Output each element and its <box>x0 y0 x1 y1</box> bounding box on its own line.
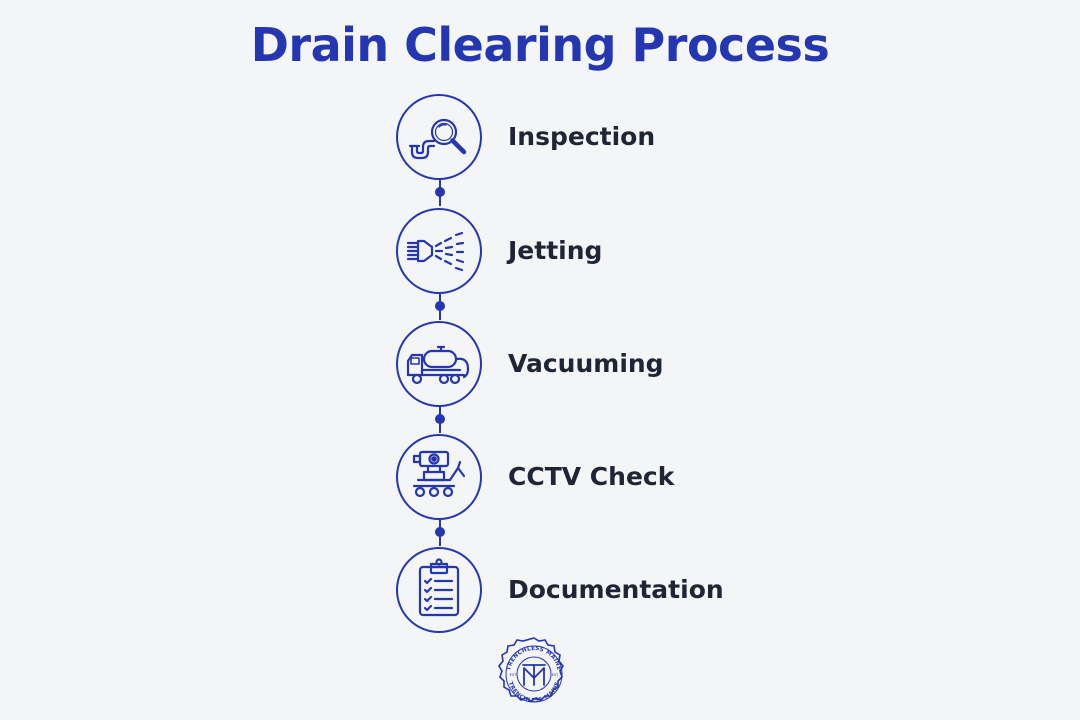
connector-dot <box>435 414 445 424</box>
clipboard-checklist-icon <box>418 558 460 617</box>
step-1-circle <box>396 94 482 180</box>
magnifier-pipe-icon <box>408 118 467 160</box>
step-3-circle <box>396 321 482 407</box>
step-1-label: Inspection <box>508 122 656 151</box>
vacuum-truck-icon <box>406 345 470 385</box>
trenchless-maine-seal-logo: TRENCHLESS MAINE TRENCHLESS MAINE EST ES… <box>498 637 564 704</box>
water-jet-nozzle-icon <box>406 231 465 272</box>
step-2-label: Jetting <box>508 236 603 265</box>
seal-left-mark: EST <box>510 673 518 677</box>
step-5-circle <box>396 547 482 633</box>
seal-right-mark: EST <box>552 673 560 677</box>
connector-dot <box>435 301 445 311</box>
step-2-circle <box>396 208 482 294</box>
page-title: Drain Clearing Process <box>250 18 830 72</box>
camera-crawler-robot-icon <box>412 450 466 498</box>
step-4-circle <box>396 434 482 520</box>
seal-monogram <box>522 664 546 686</box>
connector-dot <box>435 527 445 537</box>
step-5-label: Documentation <box>508 575 724 604</box>
step-4-label: CCTV Check <box>508 462 675 491</box>
step-3-label: Vacuuming <box>508 349 664 378</box>
connector-dot <box>435 187 445 197</box>
